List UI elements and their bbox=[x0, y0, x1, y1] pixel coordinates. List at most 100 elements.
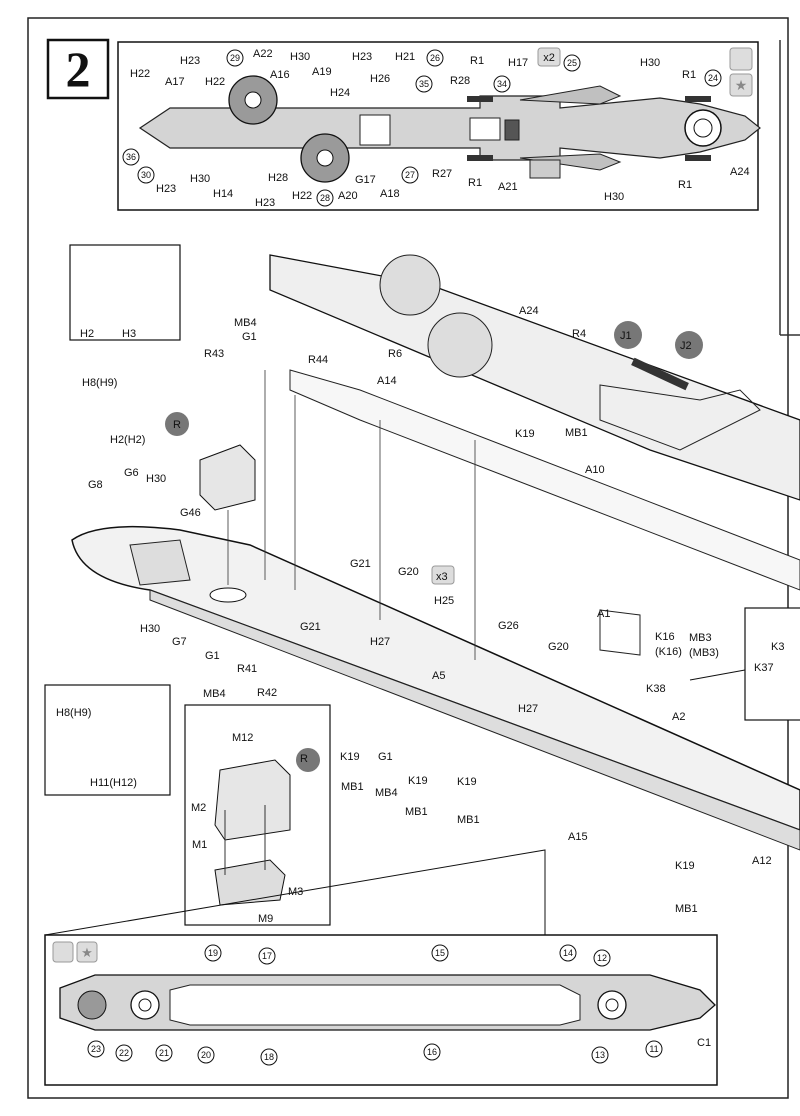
callout-number: 11 bbox=[649, 1044, 658, 1054]
inset-tracks bbox=[44, 684, 171, 796]
part-label: R1 bbox=[682, 69, 696, 81]
part-label: K38 bbox=[646, 683, 666, 695]
part-label: H23 bbox=[180, 55, 200, 67]
part-label: H2(H2) bbox=[110, 434, 145, 446]
callout-number: 29 bbox=[230, 53, 240, 63]
callout-number: 16 bbox=[427, 1047, 437, 1057]
j1-marker bbox=[614, 321, 642, 349]
callout-number-circle bbox=[645, 1040, 663, 1058]
part-label: K16 bbox=[655, 631, 675, 643]
part-label: A14 bbox=[377, 375, 397, 387]
part-label: G1 bbox=[242, 331, 257, 343]
callout-number-circle bbox=[226, 49, 244, 67]
part-label: H30 bbox=[640, 57, 660, 69]
part-label: G21 bbox=[300, 621, 321, 633]
callout-number-circle bbox=[316, 189, 334, 207]
callout-number-circle bbox=[197, 1046, 215, 1064]
callout-number: 15 bbox=[435, 948, 445, 958]
star-icon bbox=[729, 73, 753, 97]
callout-number: 12 bbox=[597, 953, 607, 963]
part-label: A2 bbox=[672, 711, 685, 723]
part-label: G8 bbox=[88, 479, 103, 491]
part-label: G20 bbox=[398, 566, 419, 578]
part-label: H30 bbox=[290, 51, 310, 63]
step-number-box: 2 bbox=[46, 38, 110, 100]
part-label: MB3 bbox=[689, 632, 712, 644]
star-icon-bottom bbox=[76, 941, 98, 963]
part-label: R1 bbox=[470, 55, 484, 67]
part-label: MB1 bbox=[405, 806, 428, 818]
callout-number-circle bbox=[115, 1044, 133, 1062]
part-label: MB1 bbox=[457, 814, 480, 826]
part-label: H27 bbox=[518, 703, 538, 715]
part-label: A22 bbox=[253, 48, 273, 60]
callout-number-circle bbox=[258, 947, 276, 965]
part-label: R41 bbox=[237, 663, 257, 675]
turret-r-main bbox=[165, 412, 256, 603]
part-label: R42 bbox=[257, 687, 277, 699]
part-label: G21 bbox=[350, 558, 371, 570]
part-label: x3 bbox=[436, 571, 448, 583]
part-label: K19 bbox=[457, 776, 477, 788]
part-label: A15 bbox=[568, 831, 588, 843]
callout-number-circle bbox=[704, 69, 722, 87]
part-label: K19 bbox=[515, 428, 535, 440]
part-label: H23 bbox=[156, 183, 176, 195]
j2-marker bbox=[675, 331, 703, 359]
callout-number: 26 bbox=[430, 53, 440, 63]
part-label: A10 bbox=[585, 464, 605, 476]
inset-tracks-label: H8(H9) bbox=[56, 707, 91, 719]
part-label: G7 bbox=[172, 636, 187, 648]
part-label: K37 bbox=[754, 662, 774, 674]
part-label: R6 bbox=[388, 348, 402, 360]
part-label: H3 bbox=[122, 328, 136, 340]
part-label: H24 bbox=[330, 87, 350, 99]
hull bbox=[71, 525, 800, 831]
part-label: G1 bbox=[378, 751, 393, 763]
callout-number: 36 bbox=[126, 152, 136, 162]
part-label: A18 bbox=[380, 188, 400, 200]
inset-tracks-top bbox=[69, 244, 181, 341]
x2-badge: x2 bbox=[543, 52, 555, 64]
callout-number: 17 bbox=[262, 951, 272, 961]
part-label: H26 bbox=[370, 73, 390, 85]
callout-number: 34 bbox=[497, 79, 507, 89]
callout-number: 24 bbox=[708, 73, 718, 83]
part-label: G1 bbox=[205, 650, 220, 662]
part-label: H22 bbox=[205, 76, 225, 88]
callout-number-circle bbox=[559, 944, 577, 962]
part-label: G17 bbox=[355, 174, 376, 186]
callout-number-circle bbox=[431, 944, 449, 962]
part-label: H23 bbox=[352, 51, 372, 63]
callout-number-circle bbox=[87, 1040, 105, 1058]
callout-number: 20 bbox=[201, 1050, 211, 1060]
part-label: G26 bbox=[498, 620, 519, 632]
part-label: A16 bbox=[270, 69, 290, 81]
part-label: A24 bbox=[730, 166, 750, 178]
svg-text:★: ★ bbox=[81, 945, 93, 960]
part-label: H22 bbox=[292, 190, 312, 202]
part-label: H22 bbox=[130, 68, 150, 80]
part-label: MB4 bbox=[203, 688, 226, 700]
part-label: H23 bbox=[255, 197, 275, 209]
part-label: H17 bbox=[508, 57, 528, 69]
part-label: H30 bbox=[190, 173, 210, 185]
part-label: R27 bbox=[432, 168, 452, 180]
callout-number: 14 bbox=[563, 948, 573, 958]
part-label: R44 bbox=[308, 354, 328, 366]
part-label: (MB3) bbox=[689, 647, 719, 659]
callout-number-circle bbox=[401, 166, 419, 184]
callout-number-circle bbox=[426, 49, 444, 67]
callout-number: 30 bbox=[141, 170, 151, 180]
inset-k37 bbox=[744, 607, 800, 721]
callout-number-circle bbox=[415, 75, 433, 93]
part-label: K3 bbox=[771, 641, 784, 653]
part-label: G6 bbox=[124, 467, 139, 479]
part-label: J1 bbox=[620, 330, 632, 342]
callout-number-circle bbox=[591, 1046, 609, 1064]
part-label: R1 bbox=[678, 179, 692, 191]
part-label: G20 bbox=[548, 641, 569, 653]
callout-number-circle bbox=[155, 1044, 173, 1062]
